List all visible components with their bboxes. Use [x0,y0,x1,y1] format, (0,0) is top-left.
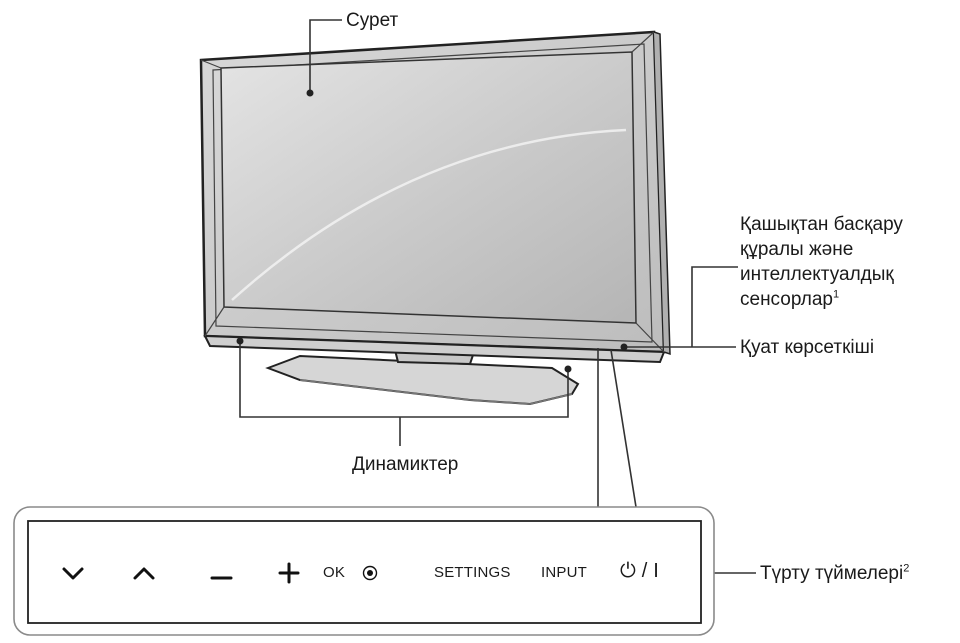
sensors-line-2: құралы және [740,239,854,260]
power-indicator-label: Қуат көрсеткіші [740,337,875,358]
panel-leader-right [610,349,637,508]
sensors-line-4-text: сенсорлар [740,289,833,310]
tv-screen [220,51,637,324]
radio-dot-icon[interactable] [362,565,378,581]
touch-panel [13,506,715,636]
tv-frame [199,30,671,364]
screen-callout-line [309,19,342,90]
speakers-label: Динамиктер [352,454,459,475]
sensors-callout-line [691,266,738,347]
ok-button-label[interactable]: OK [323,564,346,581]
chevron-down-icon[interactable] [62,567,84,580]
chevron-up-icon[interactable] [133,567,155,580]
touch-buttons-footnote: 2 [903,562,910,575]
sensors-line-4: сенсорлар1 [740,287,903,312]
sensors-label: Қашықтан басқару құралы және интеллектуа… [740,212,903,312]
power-indicator-dot [620,343,628,351]
speakers-bracket [239,343,569,418]
sensors-footnote: 1 [832,288,840,301]
power-button-label[interactable]: ⏻ / I [620,560,660,582]
sensors-line-3: интеллектуалдық [740,264,894,285]
input-button-label[interactable]: INPUT [541,564,587,581]
sensors-line-1: Қашықтан басқару [740,214,903,235]
screen-label: Сурет [346,10,399,31]
touch-buttons-label: Түрту түймелері2 [760,561,909,586]
touch-buttons-text: Түрту түймелері [760,563,904,584]
plus-icon[interactable] [278,562,300,584]
settings-button-label[interactable]: SETTINGS [434,564,511,581]
callout-lines [239,19,756,574]
